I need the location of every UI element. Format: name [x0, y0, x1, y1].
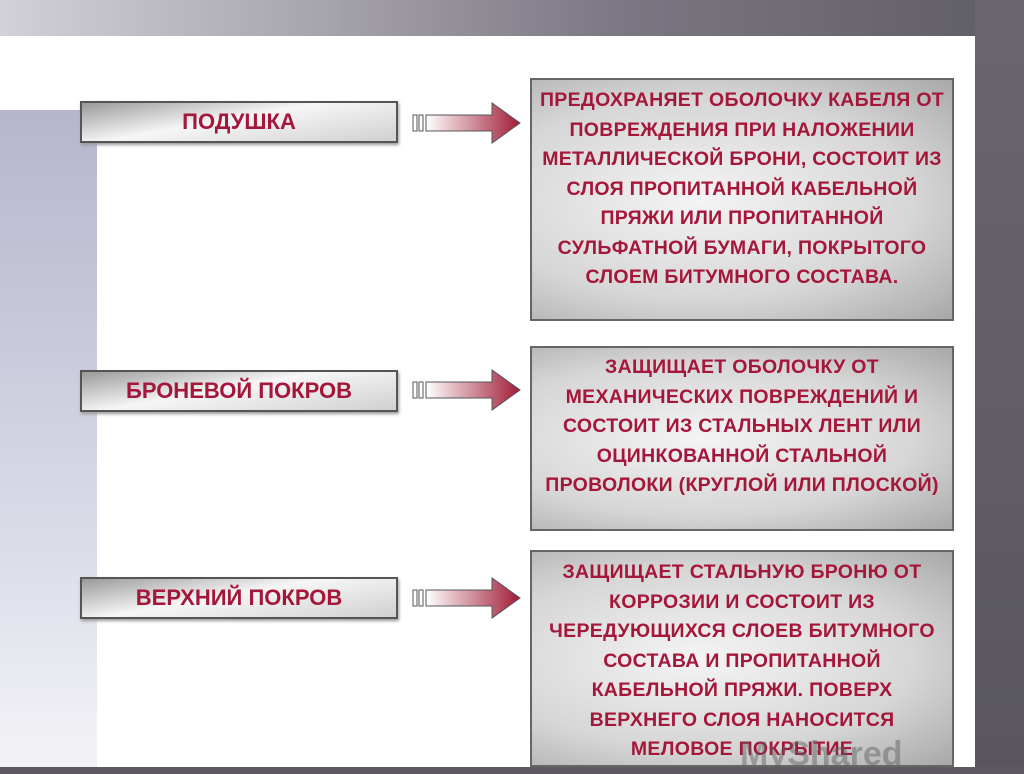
description-verkhniy-pokrov: ЗАЩИЩАЕТ СТАЛЬНУЮ БРОНЮ ОТ КОРРОЗИИ И СО…	[530, 550, 954, 767]
description-bronevoy-pokrov: ЗАЩИЩАЕТ ОБОЛОЧКУ ОТ МЕХАНИЧЕСКИХ ПОВРЕЖ…	[530, 346, 954, 531]
decorative-panel	[0, 110, 97, 767]
label-podushka: ПОДУШКА	[80, 101, 398, 143]
arrow-icon	[412, 577, 521, 619]
label-bronevoy-pokrov: БРОНЕВОЙ ПОКРОВ	[80, 370, 398, 412]
watermark: MyShared	[740, 735, 903, 773]
label-verkhniy-pokrov: ВЕРХНИЙ ПОКРОВ	[80, 577, 398, 619]
arrow-icon	[412, 102, 521, 144]
arrow-icon	[412, 369, 521, 411]
right-band	[975, 0, 1024, 767]
description-podushka: ПРЕДОХРАНЯЕТ ОБОЛОЧКУ КАБЕЛЯ ОТ ПОВРЕЖДЕ…	[530, 78, 954, 321]
top-band	[0, 0, 1024, 36]
